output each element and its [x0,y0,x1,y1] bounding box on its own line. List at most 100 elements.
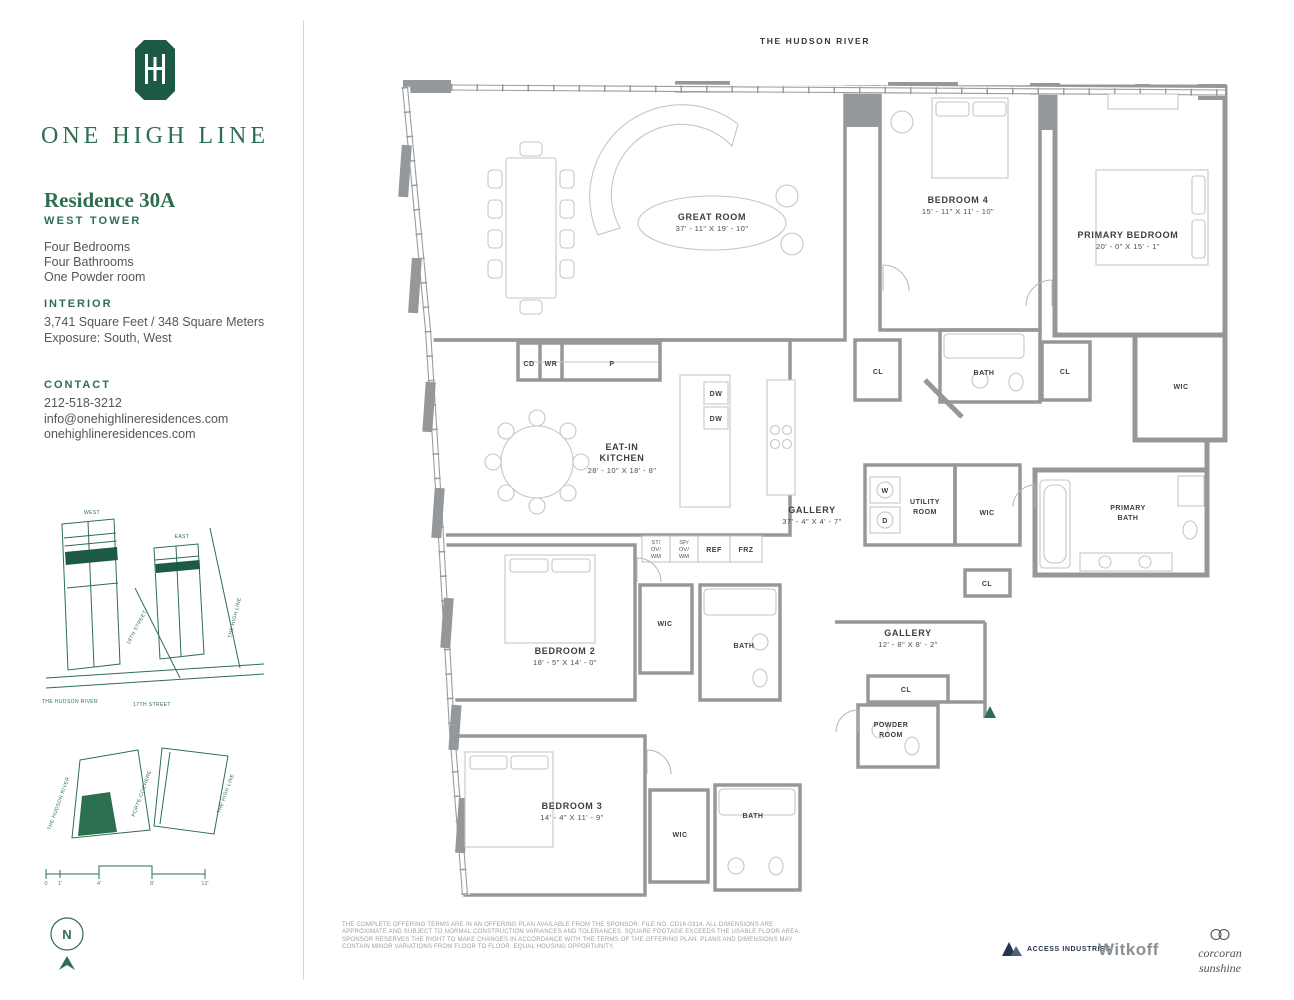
dishwasher-labels: DW DW [710,391,723,423]
svg-text:BEDROOM 4: BEDROOM 4 [928,195,989,205]
feature-bedrooms: Four Bedrooms [44,240,131,254]
scale-1: 1' [58,881,62,886]
brand-header: ONE HIGH LINE [0,38,310,150]
legal-disclaimer: THE COMPLETE OFFERING TERMS ARE IN AN OF… [342,922,801,950]
svg-text:CD: CD [523,361,534,368]
entrance-marker [984,706,996,718]
street17-label: 17TH STREET [133,702,171,708]
svg-text:KITCHEN: KITCHEN [600,453,645,463]
label-cl-bed4: CL [873,369,884,376]
label-wic-center: WIC [979,510,994,517]
svg-text:FRZ: FRZ [738,547,753,554]
hudson-river-label-small: THE HUDSON RIVER [42,699,98,705]
svg-text:ROOM: ROOM [913,509,937,516]
svg-text:EAT-IN: EAT-IN [605,442,638,452]
floor-plan: THE HUDSON RIVER GREAT ROOM 37' - 11" X … [398,36,1228,897]
contact-phone: 212-518-3212 [44,396,122,410]
svg-text:SP/: SP/ [679,540,689,546]
east-tower-drawing [153,543,205,660]
access-industries-logo: ACCESS INDUSTRIES [1002,942,1111,957]
svg-text:UTILITY: UTILITY [910,499,940,506]
features-list: Four Bedrooms Four Bathrooms One Powder … [44,240,145,285]
svg-text:12' - 8" X 8' - 2": 12' - 8" X 8' - 2" [878,640,937,649]
towers-illustration: WEST EAST 18TH STREET THE HIGH LINE THE … [42,510,265,708]
room-label-bedroom2: BEDROOM 2 18' - 5" X 14' - 0" [533,646,597,667]
witkoff-logo: Witkoff [1098,940,1159,959]
room-label-gallery1: GALLERY 37' - 4" X 4' - 7" [782,505,841,526]
feature-powder: One Powder room [44,270,146,284]
contact-website: onehighlineresidences.com [44,427,196,441]
corcoran-sunshine-logo: corcoran sunshine [1178,928,1262,976]
label-cl-corridor: CL [901,687,912,694]
contact-label: CONTACT [44,379,111,391]
room-label-gallery2: GALLERY 12' - 8" X 8' - 2" [878,628,937,649]
room-label-utility: UTILITY ROOM [910,499,940,516]
svg-text:14' - 4" X 11' - 9": 14' - 4" X 11' - 9" [540,813,603,822]
svg-text:GALLERY: GALLERY [788,505,836,515]
contact-details: 212-518-3212 info@onehighlineresidences.… [44,396,228,443]
sitemap-highline-label: THE HIGH LINE [216,773,236,814]
label-cl-primary: CL [1060,369,1071,376]
label-wic-bed3: WIC [672,832,687,839]
room-label-great-room: GREAT ROOM 37' - 11" X 19' - 10" [676,212,748,233]
svg-text:BEDROOM 2: BEDROOM 2 [535,646,596,656]
label-washer: W [881,488,888,495]
north-pointer [59,956,75,970]
label-bath-bed4: BATH [974,370,995,377]
room-label-kitchen: EAT-IN KITCHEN 28' - 10" X 18' - 8" [588,442,657,475]
tower-subtitle: WEST TOWER [44,215,142,227]
scale-4: 4' [97,881,101,886]
site-map: THE HUDSON RIVER PORTE-COCHERE THE HIGH … [47,747,236,839]
square-footage: 3,741 Square Feet / 348 Square Meters [44,315,265,329]
door-swings [636,264,1053,775]
hudson-river-heading: THE HUDSON RIVER [760,36,870,46]
room-label-primary-bath: PRIMARY BATH [1110,505,1146,522]
interior-details: 3,741 Square Feet / 348 Square Meters Ex… [44,315,264,346]
svg-text:WM: WM [651,554,661,560]
window-facades [398,83,1226,896]
west-tower-label: WEST [84,510,100,516]
svg-text:DW: DW [710,416,723,423]
label-wic-primary: WIC [1173,384,1188,391]
label-wic-bed2: WIC [657,621,672,628]
feature-bathrooms: Four Bathrooms [44,255,134,269]
svg-text:WR: WR [545,361,558,368]
svg-text:OV/: OV/ [651,547,661,553]
street18-label: 18TH STREET [126,609,149,645]
room-label-powder: POWDER ROOM [874,722,908,739]
room-label-bedroom3: BEDROOM 3 14' - 4" X 11' - 9" [540,801,603,822]
interior-label: INTERIOR [44,298,113,310]
access-industries-icon [1002,942,1022,956]
svg-text:28' - 10" X 18' - 8": 28' - 10" X 18' - 8" [588,466,657,475]
label-dryer: D [882,518,888,525]
svg-text:REF: REF [706,547,722,554]
svg-text:DW: DW [710,391,723,398]
svg-text:37' - 4" X 4' - 7": 37' - 4" X 4' - 7" [782,517,841,526]
svg-text:ST/: ST/ [651,540,661,546]
label-bath-bed3: BATH [743,813,764,820]
svg-text:P: P [609,361,614,368]
scale-8: 8' [150,881,154,886]
closet-labels: CD WR P [523,361,614,368]
svg-text:BATH: BATH [1118,515,1139,522]
label-bath-bed2: BATH [734,643,755,650]
svg-text:GREAT ROOM: GREAT ROOM [678,212,746,222]
svg-text:20' - 0" X 15' - 1": 20' - 0" X 15' - 1" [1096,242,1160,251]
west-tower-drawing [61,518,121,671]
access-industries-text: ACCESS INDUSTRIES [1027,946,1111,953]
appliance-labels: ST/ OV/ WM SP/ OV/ WM REF FRZ [651,540,753,560]
room-label-bedroom4: BEDROOM 4 15' - 11" X 11' - 10" [922,195,994,216]
room-label-primary-bedroom: PRIMARY BEDROOM 20' - 0" X 15' - 1" [1077,230,1177,251]
svg-text:OV/: OV/ [679,547,689,553]
one-high-line-logo-icon [135,40,175,100]
svg-text:WM: WM [679,554,689,560]
scale-0: 0 [44,881,47,886]
sitemap-hudson-label: THE HUDSON RIVER [47,776,72,831]
corcoran-sunshine-icon [1210,928,1230,941]
svg-text:PRIMARY: PRIMARY [1110,505,1146,512]
corcoran-sunshine-text: corcoran sunshine [1198,946,1242,975]
brand-name: ONE HIGH LINE [41,123,269,149]
scale-bar: 0 1' 4' 8' 12' [44,865,209,886]
svg-text:15' - 11" X 11' - 10": 15' - 11" X 11' - 10" [922,207,994,216]
